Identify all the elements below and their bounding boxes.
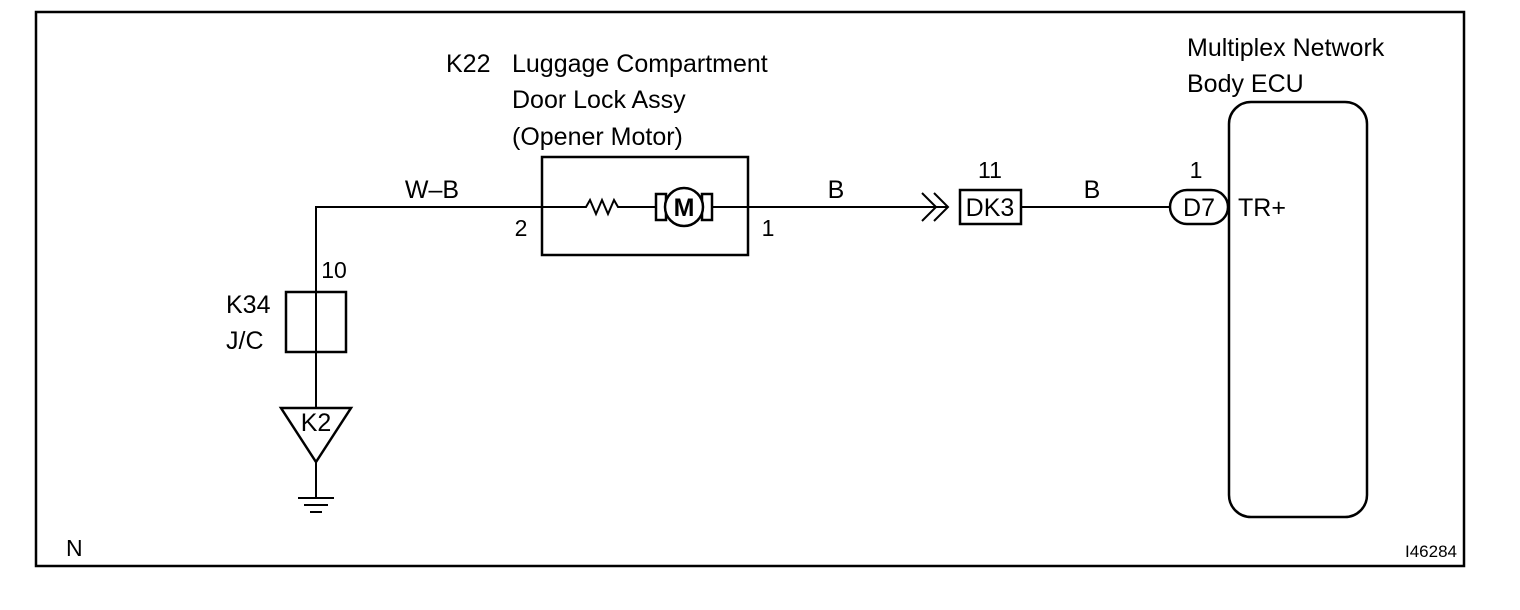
k34-code: K34 — [226, 291, 271, 319]
ecu-pin-number: 1 — [1190, 157, 1203, 183]
ecu-connector-label: D7 — [1183, 194, 1215, 222]
k34-junction-block — [284, 290, 348, 354]
motor-name-line1: Luggage Compartment — [512, 50, 768, 78]
motor-pin-right: 1 — [762, 215, 775, 241]
ecu-title-line2: Body ECU — [1187, 70, 1304, 98]
k2-ground-triangle — [278, 406, 354, 465]
wire-right-color: B — [1084, 176, 1101, 204]
corner-label-left: N — [66, 535, 83, 561]
motor-name-line3: (Opener Motor) — [512, 123, 683, 151]
dk3-connector — [958, 188, 1023, 226]
wire-middle-color: B — [828, 176, 845, 204]
motor-name-line2: Door Lock Assy — [512, 86, 686, 114]
ecu-terminal-label: TR+ — [1238, 194, 1286, 222]
wire-left — [315, 206, 578, 462]
motor-code: K22 — [446, 50, 490, 78]
ecu-body — [1227, 100, 1369, 519]
resistor-icon — [578, 197, 656, 217]
k34-pin-number: 10 — [321, 257, 347, 283]
figure-id: I46284 — [1405, 542, 1457, 561]
dk3-label: DK3 — [966, 194, 1015, 222]
motor-icon — [663, 186, 705, 228]
dk3-pin-number: 11 — [978, 157, 1002, 183]
ecu-title-line1: Multiplex Network — [1187, 34, 1385, 62]
diagram-frame — [34, 10, 1466, 568]
wire-left-color: W–B — [405, 176, 459, 204]
motor-symbol: M — [674, 194, 695, 222]
motor-pin-left: 2 — [515, 215, 528, 241]
k2-ground-label: K2 — [301, 409, 332, 437]
k34-name: J/C — [226, 327, 264, 355]
